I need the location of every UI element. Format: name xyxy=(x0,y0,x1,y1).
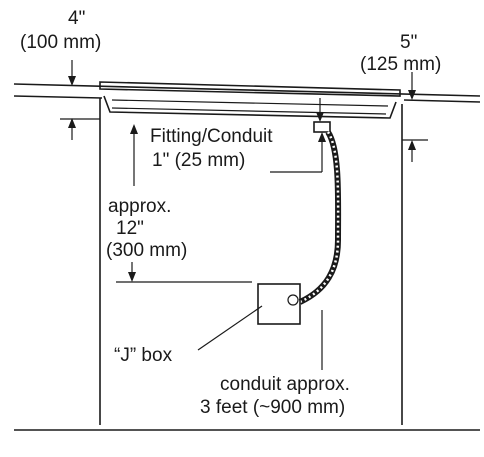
countertop xyxy=(13,83,481,103)
fitting-dimension xyxy=(270,98,326,173)
dimension-12in-arrow xyxy=(116,124,252,283)
label-conduit-approx: conduit approx. xyxy=(220,374,350,395)
label-j-box: “J” box xyxy=(114,345,173,366)
label-4in: 4" xyxy=(68,8,86,29)
label-fitting-conduit: Fitting/Conduit xyxy=(150,126,273,147)
label-5in: 5" xyxy=(400,32,418,53)
j-box xyxy=(257,283,301,325)
label-12in: 12" xyxy=(116,218,144,239)
flexible-conduit xyxy=(298,130,342,305)
fitting xyxy=(313,121,331,133)
cooktop-unit xyxy=(99,81,401,119)
label-100mm: (100 mm) xyxy=(20,32,102,53)
label-1in-25mm: 1" (25 mm) xyxy=(152,150,246,171)
dimension-4in-arrow xyxy=(60,60,100,140)
cabinet xyxy=(14,98,480,431)
j-box-leader xyxy=(197,305,263,351)
dimension-5in-arrow xyxy=(402,72,428,162)
label-3feet: 3 feet (~900 mm) xyxy=(200,397,346,418)
label-approx: approx. xyxy=(108,196,172,217)
label-125mm: (125 mm) xyxy=(360,54,442,75)
label-300mm: (300 mm) xyxy=(106,240,188,261)
